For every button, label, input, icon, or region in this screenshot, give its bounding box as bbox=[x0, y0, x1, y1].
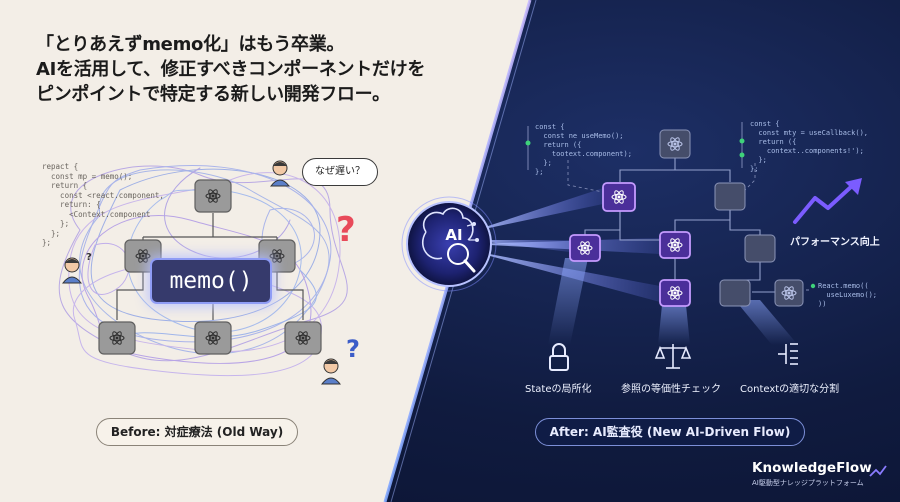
ai-label: AI bbox=[445, 226, 463, 244]
highlighted-component-node bbox=[659, 279, 691, 307]
performance-up-arrow bbox=[793, 178, 862, 224]
right-tree-nodes bbox=[569, 129, 804, 307]
component-node bbox=[194, 321, 232, 355]
performance-label: パフォーマンス向上 bbox=[790, 237, 880, 248]
question-mark-red: ? bbox=[336, 210, 356, 250]
component-node bbox=[774, 279, 804, 307]
brand-name: KnowledgeFlow bbox=[752, 460, 872, 476]
ai-brain-icon bbox=[401, 196, 497, 292]
brand-swoosh-icon bbox=[869, 465, 887, 477]
developer-avatar bbox=[61, 257, 83, 284]
code-snippet-usememo: const { const ne useMemo(); return ({ to… bbox=[535, 123, 632, 176]
headline-line: 「とりあえずmemo化」はもう卒業。 bbox=[36, 34, 345, 55]
right-tree-dashes bbox=[567, 160, 810, 291]
developer-avatar bbox=[269, 160, 291, 187]
component-node bbox=[194, 179, 232, 213]
code-snippet-react-memo: React.memo(( useLuxemo(); )) bbox=[818, 282, 878, 308]
component-node bbox=[659, 129, 691, 159]
memo-label: memo() bbox=[150, 258, 272, 304]
code-snippet-before: repact { const mp = memo(); return { con… bbox=[42, 162, 164, 247]
question-mark: ? bbox=[86, 252, 92, 263]
developer-avatar bbox=[320, 358, 342, 385]
headline-line: AIを活用して、修正すべきコンポーネントだけを bbox=[36, 59, 426, 80]
spotlights bbox=[548, 258, 798, 345]
highlighted-component-node bbox=[659, 231, 691, 259]
brand-tagline: AI駆動型ナレッジプラットフォーム bbox=[752, 479, 864, 487]
component-node bbox=[284, 321, 322, 355]
component-node bbox=[744, 234, 776, 263]
thought-bubble: なぜ遅い？ bbox=[302, 158, 378, 186]
highlighted-component-node bbox=[569, 234, 601, 262]
right-tree-lines bbox=[584, 158, 775, 293]
feature-label: Contextの適切な分割 bbox=[740, 384, 840, 395]
code-markers bbox=[525, 122, 816, 289]
before-label: Before: 対症療法 (Old Way) bbox=[96, 418, 298, 446]
feature-label: 参照の等価性チェック bbox=[621, 384, 721, 395]
scale-icon bbox=[654, 344, 692, 369]
headline-line: ピンポイントで特定する新しい開発フロー。 bbox=[36, 84, 390, 105]
after-label: After: AI監査役 (New AI-Driven Flow) bbox=[535, 418, 805, 446]
component-node bbox=[714, 182, 746, 211]
headline: 「とりあえずmemo化」はもう卒業。 AIを活用して、修正すべきコンポーネントだ… bbox=[36, 32, 425, 107]
code-snippet-usecallback: const { const mty = useCallback(), retur… bbox=[750, 120, 869, 173]
highlighted-component-node bbox=[602, 182, 636, 212]
split-icon bbox=[778, 343, 798, 365]
lock-icon bbox=[549, 343, 569, 371]
component-node bbox=[719, 279, 751, 307]
question-mark-blue: ? bbox=[346, 335, 360, 363]
component-node bbox=[98, 321, 136, 355]
feature-label: Stateの局所化 bbox=[525, 384, 592, 395]
